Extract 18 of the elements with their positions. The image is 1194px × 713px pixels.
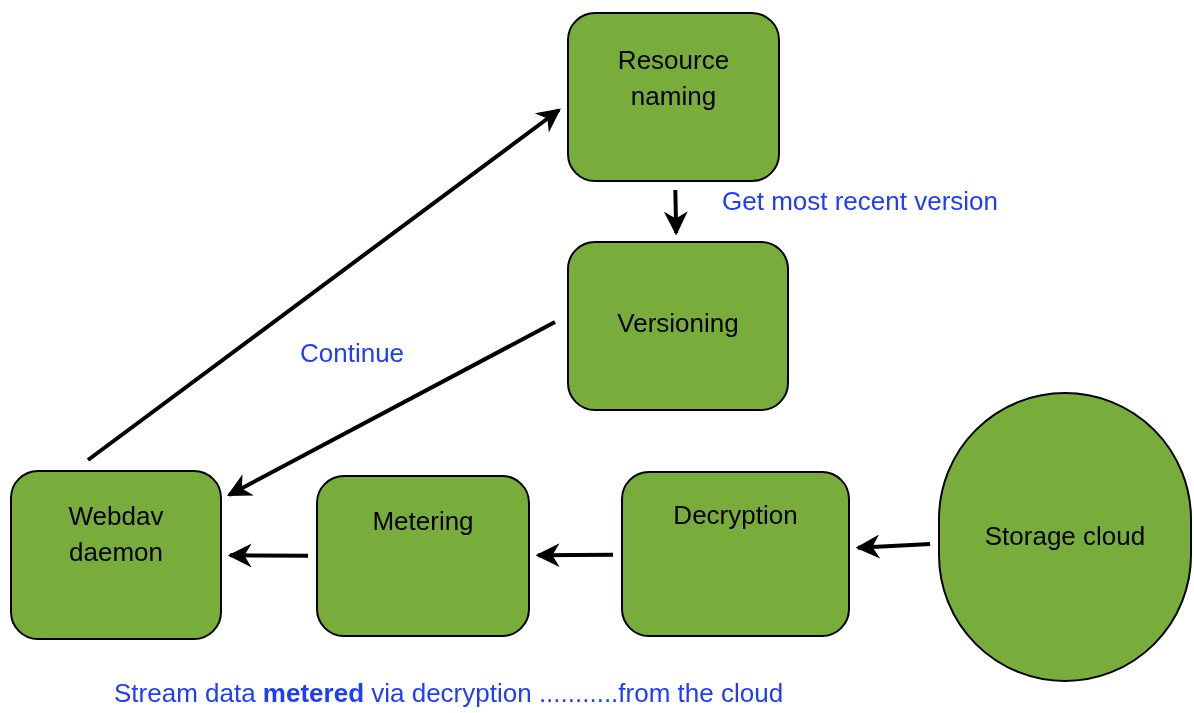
node-label: Versioning: [616, 307, 740, 340]
node-label: Metering: [371, 505, 475, 538]
arrow: [226, 320, 556, 497]
node-label: Storage cloud: [983, 520, 1147, 553]
arrow: [227, 543, 308, 568]
process-box: [567, 241, 789, 411]
arrow: [86, 108, 561, 462]
process-box: [10, 470, 222, 640]
caption-note: Stream data metered via decryption ...........from the cloud: [114, 677, 784, 710]
process-box: [316, 475, 530, 637]
node-label: Decryption: [672, 499, 799, 532]
arrow: [663, 189, 688, 236]
arrow: [855, 534, 931, 559]
process-box: [567, 12, 780, 182]
node-label: Resource naming: [616, 44, 731, 113]
node-label: Webdav daemon: [67, 500, 165, 569]
arrow: [535, 543, 613, 568]
process-box: [621, 471, 850, 637]
